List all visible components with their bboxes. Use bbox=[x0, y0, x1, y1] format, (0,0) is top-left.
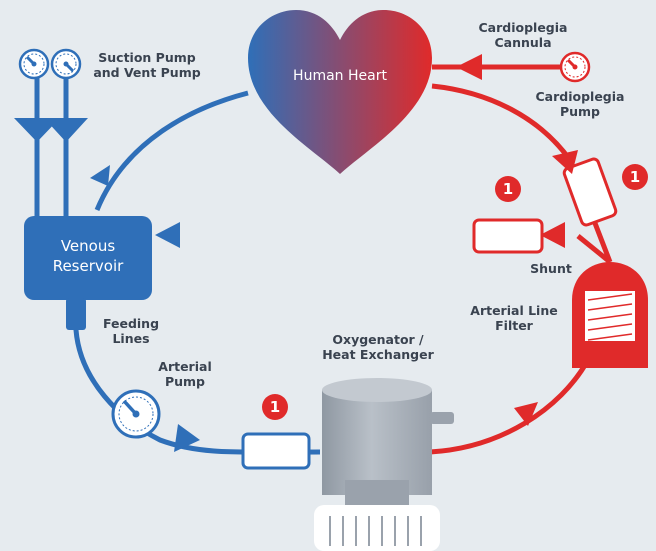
cardioplegia-cannula-label: Cardioplegia Cannula bbox=[478, 20, 568, 50]
cardioplegia-pump-label-line1: Cardioplegia bbox=[535, 89, 625, 104]
shunt-branch-line bbox=[576, 234, 612, 264]
venous-reservoir-label-line2: Reservoir bbox=[52, 257, 124, 275]
suction-line-arrowhead bbox=[14, 118, 60, 142]
shunt-return-arrowhead bbox=[155, 222, 180, 248]
arterial-line-filter-icon bbox=[572, 262, 648, 368]
cardioplegia-arrowhead bbox=[552, 150, 578, 174]
arterial-pump-label: Arterial Pump bbox=[150, 359, 220, 389]
reservoir-outlet bbox=[66, 298, 86, 330]
vent-line-arrowhead bbox=[44, 118, 88, 142]
cardioplegia-sensor-box bbox=[562, 157, 618, 227]
venous-return-line bbox=[94, 90, 249, 211]
shunt-sensor-badge: 1 bbox=[495, 176, 521, 202]
feeding-lines-label-line2: Lines bbox=[112, 331, 150, 346]
cardioplegia-line bbox=[431, 83, 573, 162]
suction-pump-label: Suction Pump and Vent Pump bbox=[92, 50, 202, 80]
arterial-outflow-line bbox=[429, 358, 591, 455]
human-heart-shape bbox=[248, 10, 432, 174]
feeding-line-arrowhead bbox=[174, 424, 200, 452]
heart-label: Human Heart bbox=[293, 68, 387, 84]
shunt-arrowhead-red bbox=[540, 222, 565, 248]
oxygenator-label-line2: Heat Exchanger bbox=[322, 347, 434, 362]
venous-return-arrowhead bbox=[90, 165, 110, 186]
cardioplegia-pump-label-line2: Pump bbox=[559, 104, 601, 119]
oxygenator-icon bbox=[314, 378, 454, 551]
feeding-lines-label-line1: Feeding bbox=[102, 316, 160, 331]
suction-pump-label-line2: and Vent Pump bbox=[93, 65, 201, 80]
arterial-pump-label-line2: Pump bbox=[164, 374, 206, 389]
cardioplegia-cannula-label-line2: Cannula bbox=[494, 35, 552, 50]
arterial-outflow-arrowhead bbox=[514, 402, 538, 426]
shunt-sensor-box bbox=[472, 218, 544, 254]
arterial-line-filter-label: Arterial Line Filter bbox=[466, 303, 562, 333]
cannula-arrowhead bbox=[456, 54, 482, 80]
cardioplegia-pump-label: Cardioplegia Pump bbox=[532, 89, 628, 119]
arterial-line-filter-label-line2: Filter bbox=[495, 318, 533, 333]
cardioplegia-gauge-icon bbox=[559, 51, 591, 83]
venous-reservoir-label-line1: Venous bbox=[60, 237, 116, 255]
arterial-pump-label-line1: Arterial bbox=[158, 359, 212, 374]
venous-reservoir-shape bbox=[24, 216, 152, 300]
venous-reservoir-label: Venous Reservoir bbox=[24, 236, 152, 276]
feeding-lines-label: Feeding Lines bbox=[96, 316, 166, 346]
arterial-pump-gauge-icon bbox=[111, 389, 161, 439]
cardioplegia-sensor-badge: 1 bbox=[622, 164, 648, 190]
oxygenator-label-line1: Oxygenator / bbox=[332, 332, 424, 347]
suction-gauge-icon bbox=[18, 48, 50, 80]
arterial-sensor-box bbox=[241, 432, 311, 470]
cardioplegia-cannula-label-line1: Cardioplegia bbox=[478, 20, 568, 35]
oxygenator-label: Oxygenator / Heat Exchanger bbox=[316, 332, 440, 362]
suction-pump-label-line1: Suction Pump bbox=[98, 50, 196, 65]
vent-gauge-icon bbox=[50, 48, 82, 80]
arterial-sensor-badge: 1 bbox=[262, 394, 288, 420]
arterial-line-filter-label-line1: Arterial Line bbox=[470, 303, 558, 318]
shunt-label: Shunt bbox=[530, 261, 572, 276]
